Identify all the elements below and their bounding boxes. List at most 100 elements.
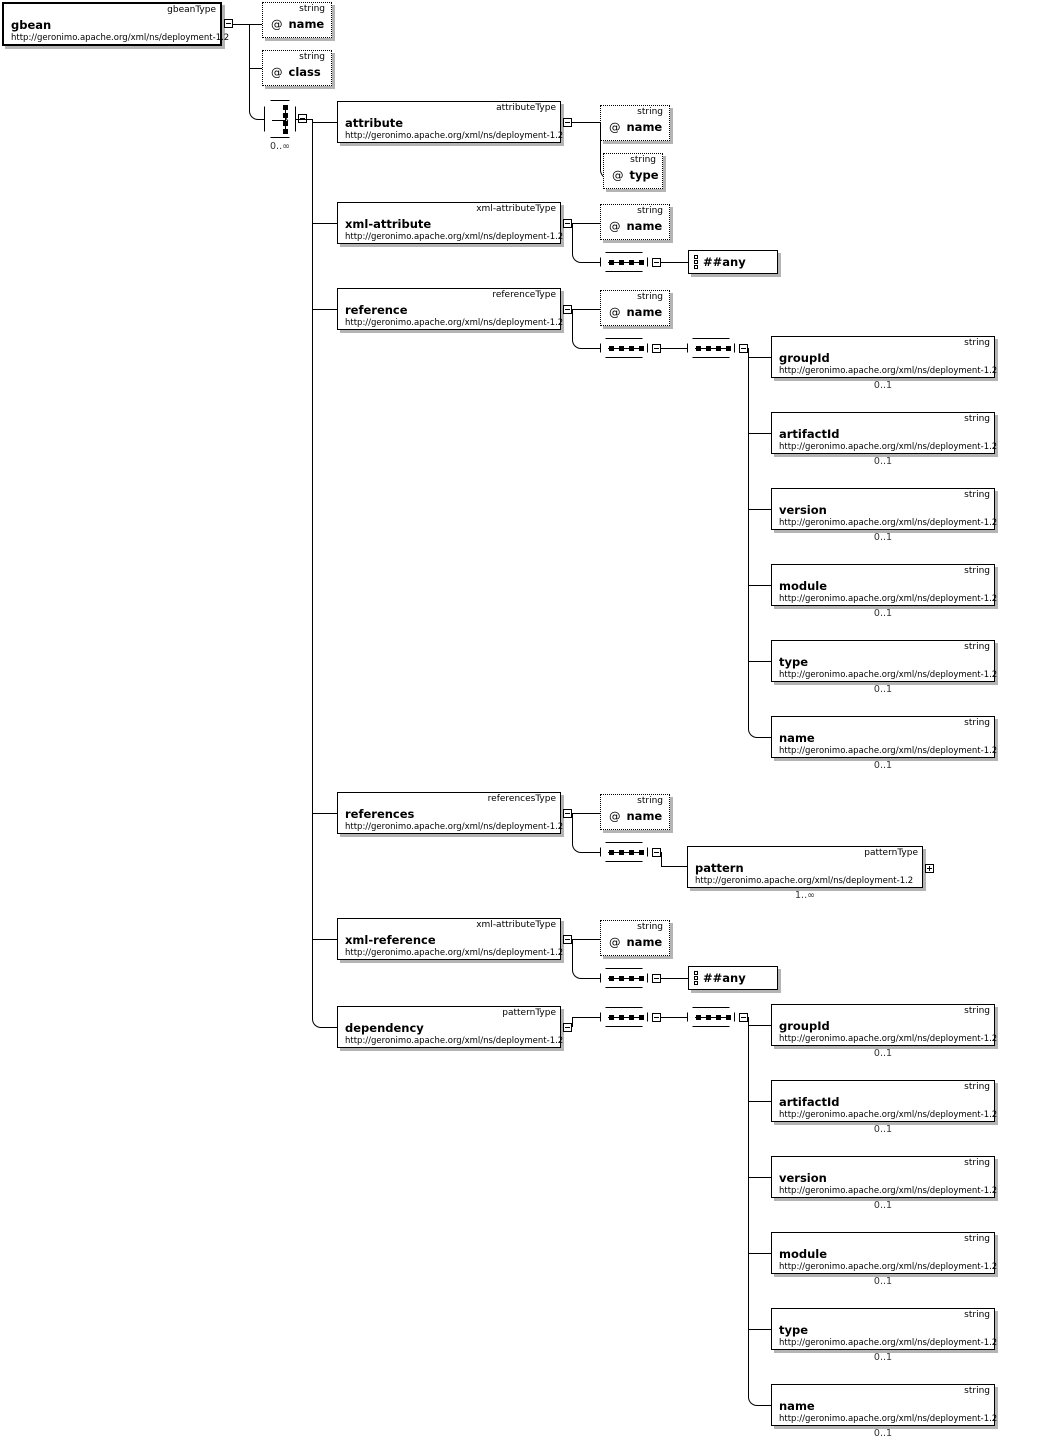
expander-root[interactable]	[224, 19, 233, 28]
attribute-type-label: string	[630, 155, 656, 165]
sequence-connector-references[interactable]	[600, 842, 648, 862]
choice-connector-root[interactable]	[264, 100, 296, 138]
element-name-label: artifactId	[779, 1095, 840, 1109]
element-namespace-label: http://geronimo.apache.org/xml/ns/deploy…	[695, 876, 914, 886]
any-stack-square-0	[694, 255, 698, 259]
sequence-dot-3	[639, 850, 644, 855]
sequence-dot-0	[696, 1015, 701, 1020]
sequence-dot-1	[619, 850, 624, 855]
expander-xmlref-seq[interactable]	[652, 974, 661, 983]
expander-pattern[interactable]	[925, 864, 934, 873]
expander-reference-seq-outer[interactable]	[652, 344, 661, 353]
expander-references[interactable]	[563, 809, 572, 818]
element-name-label: dependency	[345, 1021, 424, 1035]
expander-attribute[interactable]	[563, 118, 572, 127]
sequence-connector-dependency-outer[interactable]	[600, 1007, 648, 1027]
xmlref-any-line	[661, 978, 688, 979]
choice-dot-3	[283, 129, 288, 134]
attribute-type-label: string	[637, 796, 663, 806]
any-box-xml-reference[interactable]: ##any	[688, 966, 778, 990]
attribute-marker-icon: @	[609, 935, 621, 949]
attribute-marker-icon: @	[609, 809, 621, 823]
sequence-dot-3	[639, 976, 644, 981]
any-stack-square-2	[694, 265, 698, 269]
attribute-box-class[interactable]: string@class	[262, 50, 332, 86]
expander-choice[interactable]	[298, 114, 307, 123]
sequence-bar	[608, 852, 642, 853]
attribute-row: @name	[609, 935, 662, 949]
attribute-box-name[interactable]: string @ name	[600, 794, 670, 830]
element-namespace-label: http://geronimo.apache.org/xml/ns/deploy…	[345, 318, 564, 328]
reference-field-stub-5	[757, 737, 771, 738]
attribute-row: @class	[271, 65, 321, 79]
dependency-field-stub-4	[748, 1329, 771, 1330]
expander-dependency[interactable]	[563, 1023, 572, 1032]
cardinality-artifactId: 0..1	[873, 456, 893, 467]
expander-reference[interactable]	[563, 305, 572, 314]
dependency-field-stub-1	[748, 1101, 771, 1102]
references-seq-stem	[581, 852, 600, 853]
element-namespace-label: http://geronimo.apache.org/xml/ns/deploy…	[345, 131, 564, 141]
attribute-box-name[interactable]: string@name	[600, 290, 670, 326]
sequence-connector-reference-inner[interactable]	[687, 338, 735, 358]
sequence-connector-xml-reference[interactable]	[600, 968, 648, 988]
expander-dependency-seq-inner[interactable]	[739, 1013, 748, 1022]
element-type-label: string	[964, 1158, 990, 1168]
element-name-label: module	[779, 1247, 828, 1261]
expander-dependency-seq-outer[interactable]	[652, 1013, 661, 1022]
attribute-name-label: name	[626, 809, 663, 823]
element-namespace-label: http://geronimo.apache.org/xml/ns/deploy…	[779, 670, 998, 680]
any-box-xml-attribute[interactable]: ##any	[688, 250, 778, 274]
element-type-label: string	[964, 338, 990, 348]
sequence-dot-0	[609, 260, 614, 265]
element-namespace-label: http://geronimo.apache.org/xml/ns/deploy…	[779, 1338, 998, 1348]
attribute-box-name[interactable]: string@name	[600, 204, 670, 240]
expander-reference-seq-inner[interactable]	[739, 344, 748, 353]
root-choice-line	[258, 119, 264, 120]
sequence-connector-reference-outer[interactable]	[600, 338, 648, 358]
reference-name-line	[572, 309, 600, 310]
attribute-box-name[interactable]: string@name	[600, 105, 670, 141]
attribute-box-name[interactable]: string@name	[262, 2, 332, 38]
attribute-box-type[interactable]: string@type	[603, 153, 663, 189]
sequence-dot-1	[619, 1015, 624, 1020]
sequence-dot-0	[609, 976, 614, 981]
reference-field-stub-1	[748, 433, 771, 434]
reference-seq-stem	[581, 348, 600, 349]
attribute-box-name[interactable]: string@name	[600, 920, 670, 956]
expander-xml-reference[interactable]	[563, 935, 572, 944]
sequence-connector-dependency-inner[interactable]	[687, 1007, 735, 1027]
cardinality-groupId: 0..1	[873, 380, 893, 391]
expander-xml-attribute[interactable]	[563, 219, 572, 228]
sequence-bar	[608, 1017, 642, 1018]
reference-field-stub-2	[748, 509, 771, 510]
sequence-connector-xml-attribute[interactable]	[600, 252, 648, 272]
expander-references-seq[interactable]	[652, 848, 661, 857]
expander-xmlattr-seq[interactable]	[652, 258, 661, 267]
cardinality-version: 0..1	[873, 532, 893, 543]
any-stack-square-2	[694, 981, 698, 985]
child-stub-0	[312, 122, 337, 123]
attribute-name-label: name	[626, 305, 663, 319]
choice-arm-horizontal	[272, 120, 285, 121]
